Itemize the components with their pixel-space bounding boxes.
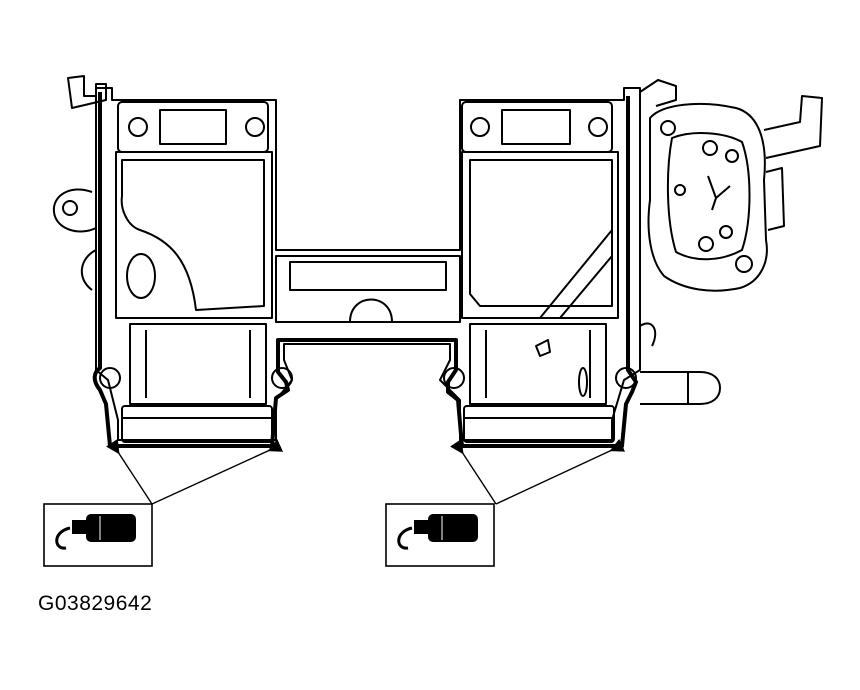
right-mount-tab	[639, 79, 677, 107]
left-lug-hole	[62, 200, 78, 216]
sealant-bead	[92, 92, 638, 448]
left-runner-bolt-hole-left	[128, 117, 148, 137]
vacuum-nipple	[640, 371, 721, 405]
boss-1	[99, 367, 121, 389]
right-runner-neck	[469, 323, 607, 405]
left-runner-chamber	[115, 151, 273, 319]
right-runner-bolt-hole-right	[588, 117, 608, 137]
sealant-callout-2	[385, 503, 495, 567]
left-chamber-port	[126, 253, 156, 299]
leader-line-1a	[106, 438, 153, 505]
right-runner-chamber	[461, 151, 619, 319]
right-clip	[765, 167, 785, 231]
sealant-tube-icon	[55, 514, 136, 550]
leader-line-1b	[151, 438, 284, 505]
figure-id-caption: G03829642	[38, 592, 153, 615]
sealant-tube-icon	[397, 514, 478, 550]
right-lower-flange	[463, 405, 615, 443]
left-runner-neck	[129, 323, 267, 405]
left-lower-flange	[121, 405, 273, 443]
leader-line-2a	[450, 438, 497, 505]
center-bridge	[275, 255, 461, 323]
sealant-callout-1	[43, 503, 153, 567]
boss-2	[271, 367, 293, 389]
left-runner-bolt-hole-right	[245, 117, 265, 137]
leader-line-2b	[495, 438, 626, 505]
throttle-body-plate	[647, 102, 768, 292]
manifold-body-outline	[95, 87, 641, 441]
left-side-lug	[52, 188, 97, 233]
left-mount-tab	[67, 75, 107, 109]
right-runner-bolt-hole-left	[470, 117, 490, 137]
right-rod	[763, 95, 823, 159]
